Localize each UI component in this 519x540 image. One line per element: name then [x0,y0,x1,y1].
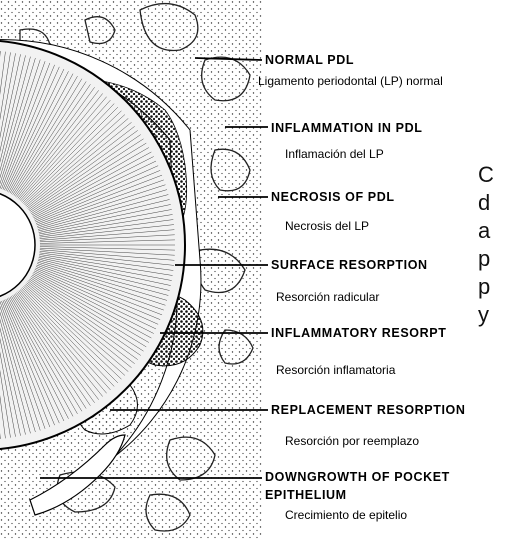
sublabel-necrosis-pdl: Necrosis del LP [285,219,369,233]
side-text-line: C [478,162,494,188]
sublabel-inflammation-pdl: Inflamación del LP [285,147,384,161]
side-text-line: y [478,302,489,328]
sublabel-replacement-resorption: Resorción por reemplazo [285,434,419,448]
label-downgrowth-epithelium-2: EPITHELIUM [265,488,347,502]
label-normal-pdl: NORMAL PDL [265,53,354,67]
side-text-line: p [478,274,490,300]
label-downgrowth-epithelium: DOWNGROWTH OF POCKET [265,470,450,484]
sublabel-normal-pdl: Ligamento periodontal (LP) normal [258,74,443,88]
sublabel-inflammatory-resorption: Resorción inflamatoria [276,363,395,377]
label-inflammation-pdl: INFLAMMATION IN PDL [271,121,422,135]
side-text-line: p [478,246,490,272]
label-inflammatory-resorption: INFLAMMATORY RESORPT [271,326,515,340]
side-text-line: d [478,190,490,216]
side-text-line: a [478,218,490,244]
label-replacement-resorption: REPLACEMENT RESORPTION [271,403,465,417]
label-surface-resorption: SURFACE RESORPTION [271,258,428,272]
label-necrosis-pdl: NECROSIS OF PDL [271,190,395,204]
sublabel-surface-resorption: Resorción radicular [276,290,379,304]
sublabel-downgrowth-epithelium: Crecimiento de epitelio [285,508,407,522]
